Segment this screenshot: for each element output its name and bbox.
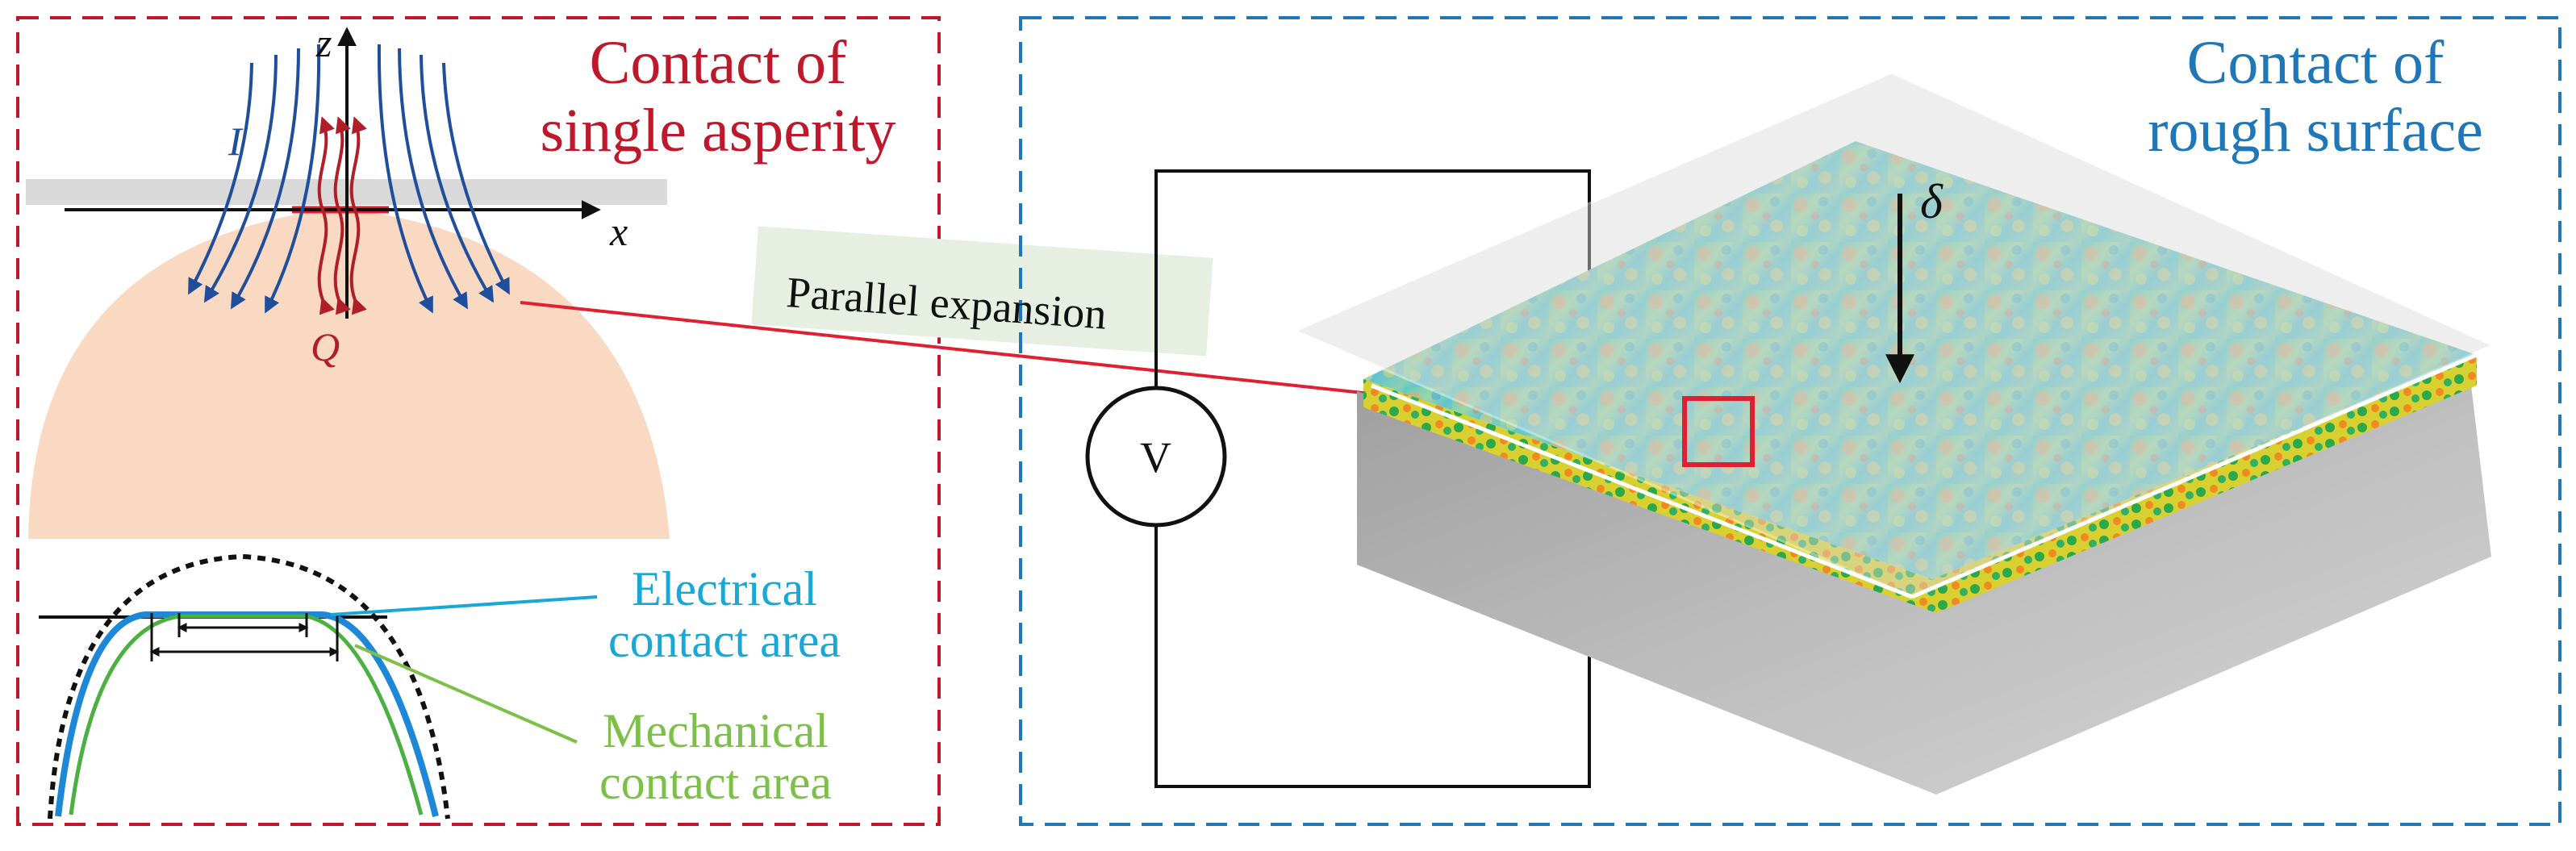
mechanical-leader: [354, 644, 578, 744]
mechanical-contact-label: Mechanical contact area: [574, 707, 857, 807]
voltmeter-circle: [1085, 386, 1227, 528]
contact-area-diagram: [39, 553, 598, 820]
right-title-line1: Contact of: [2186, 29, 2444, 97]
left-panel-frame: [16, 16, 941, 826]
voltmeter-label: V: [1140, 433, 1171, 482]
electrical-profile: [55, 611, 439, 817]
specimen-edge-right: [1932, 355, 2477, 613]
x-axis-label: x: [610, 209, 628, 254]
highlighted-asperity-box: [1682, 396, 1755, 467]
mechanical-label-line1: Mechanical: [603, 704, 829, 757]
right-panel-title: Contact of rough surface: [2098, 32, 2533, 161]
parallel-expansion-box: [751, 226, 1213, 357]
right-panel-frame: [1019, 16, 2561, 826]
left-panel-title: Contact of single asperity: [500, 32, 936, 161]
left-title-line2: single asperity: [540, 97, 896, 165]
z-axis-label: z: [316, 20, 332, 65]
left-title-line1: Contact of: [589, 29, 847, 97]
mechanical-profile: [69, 614, 424, 816]
undeformed-profile: [48, 553, 450, 820]
circuit-wire: [1154, 169, 1591, 788]
rough-surface: [1363, 141, 2477, 579]
electrical-contact-label: Electrical contact area: [595, 565, 854, 665]
electrical-leader: [330, 595, 598, 616]
heat-label: Q: [311, 324, 340, 369]
electrical-label-line1: Electrical: [632, 562, 817, 615]
right-title-line2: rough surface: [2148, 97, 2483, 165]
current-flow-lines: [188, 44, 510, 314]
heat-flow-lines: [317, 116, 367, 315]
displacement-label: δ: [1920, 175, 1943, 228]
electrical-label-line2: contact area: [607, 614, 841, 667]
asperity-body: [28, 208, 670, 539]
current-label: I: [228, 119, 242, 164]
mechanical-label-line2: contact area: [599, 756, 833, 809]
counter-plate: [1292, 71, 2496, 599]
